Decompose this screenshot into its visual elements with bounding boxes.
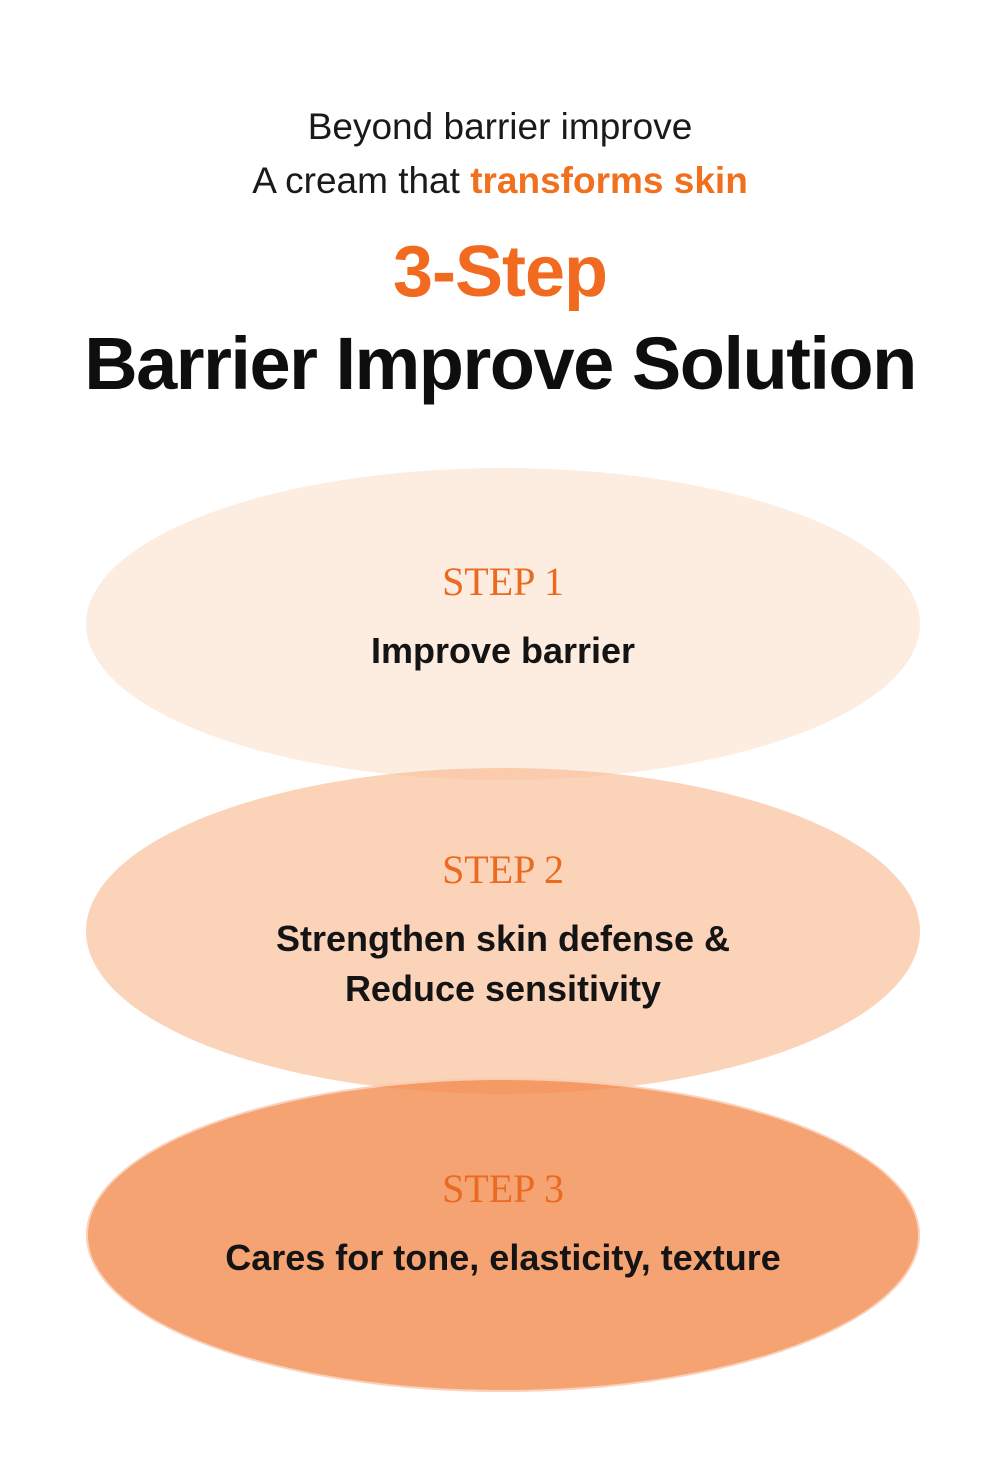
step-2-ellipse: STEP 2 Strengthen skin defense & Reduce … [86,768,920,1094]
intro-highlight: transforms skin [470,160,748,201]
step-1-description: Improve barrier [370,630,636,671]
intro-text: Beyond barrier improve A cream that tran… [0,100,1000,208]
step-1-ellipse: STEP 1 Improve barrier [86,468,920,780]
step-3-ellipse: STEP 3 Cares for tone, elasticity, textu… [86,1078,920,1392]
step-3-description: Cares for tone, elasticity, texture [225,1237,781,1278]
intro-line-2-prefix: A cream that [252,160,471,201]
main-title: Barrier Improve Solution [84,322,917,405]
step-count-title: 3-Step [392,232,608,312]
step-2-description-line-1: Strengthen skin defense & [275,918,731,959]
intro-line-2: A cream that transforms skin [0,154,1000,208]
step-1-label: STEP 1 [442,559,564,604]
step-3-label: STEP 3 [442,1166,564,1211]
intro-line-1: Beyond barrier improve [307,106,693,147]
step-2-label: STEP 2 [442,847,564,892]
step-2-description-line-2: Reduce sensitivity [344,968,662,1009]
